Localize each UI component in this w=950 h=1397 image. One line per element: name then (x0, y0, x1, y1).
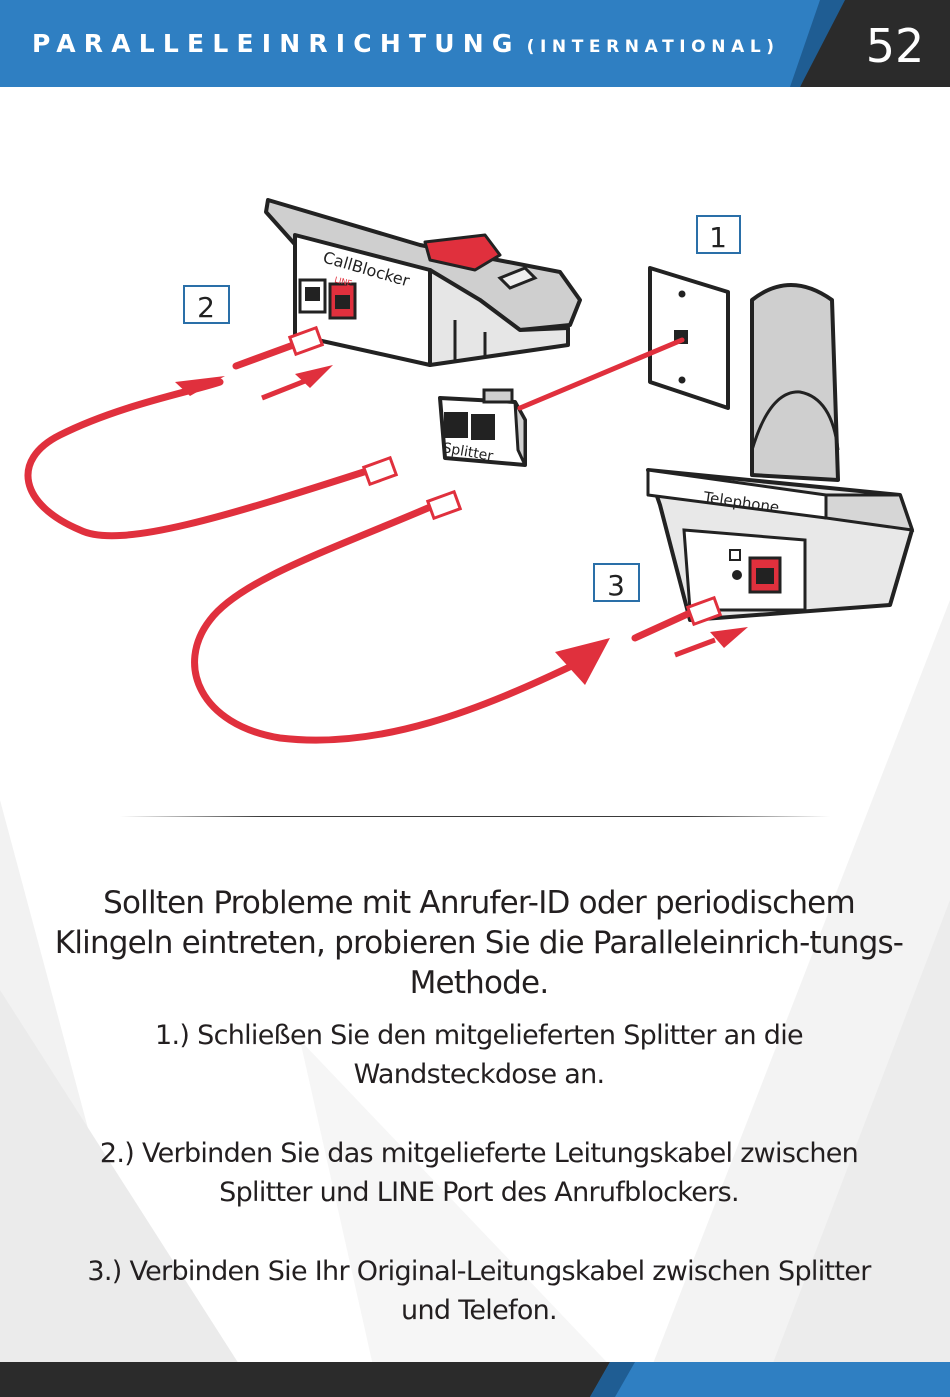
header-title-main: PARALLELEINRICHTUNG (32, 29, 521, 58)
instruction-steps: 1.) Schließen Sie den mitgelieferten Spl… (60, 1016, 898, 1370)
step-marker-3: 3 (593, 563, 640, 602)
page-header: PARALLELEINRICHTUNG(INTERNATIONAL) 52 (0, 0, 950, 87)
step-marker-2: 2 (183, 285, 230, 324)
step-marker-1-label: 1 (709, 221, 727, 254)
splitter-to-wall-cable (517, 337, 685, 411)
step-marker-3-label: 3 (607, 569, 625, 602)
connection-diagram: CallBlocker LINE Telephone Splitter (24, 198, 915, 744)
plug-icon (287, 325, 325, 357)
step-marker-1: 1 (696, 215, 741, 254)
page-footer (0, 1362, 950, 1397)
telephone-plug-cable (631, 608, 696, 642)
callblocker-plug-cable (232, 340, 300, 370)
intro-paragraph: Sollten Probleme mit Anrufer-ID oder per… (54, 885, 904, 1001)
cables (24, 337, 696, 744)
header-title: PARALLELEINRICHTUNG(INTERNATIONAL) (32, 26, 780, 62)
wall-jack (648, 266, 730, 410)
telephone-cable (191, 501, 584, 744)
header-band (0, 0, 950, 87)
callblocker-device: CallBlocker LINE (264, 198, 582, 367)
page-number: 52 (865, 19, 925, 73)
step-2-text: 2.) Verbinden Sie das mitgelieferte Leit… (99, 1138, 859, 1208)
telephone: Telephone (646, 283, 915, 622)
line-port-label: LINE (334, 275, 354, 288)
arrow-icon (555, 638, 610, 685)
plug-icon (685, 595, 723, 627)
plug-icon (425, 489, 463, 521)
line-cable (24, 378, 374, 540)
step-1-text: 1.) Schließen Sie den mitgelieferten Spl… (155, 1020, 804, 1090)
header-title-sub: (INTERNATIONAL) (526, 37, 780, 57)
arrow-icon (175, 376, 225, 396)
arrow-icon (710, 627, 748, 648)
direction-arrows (175, 365, 748, 685)
section-divider (120, 816, 830, 817)
plug-icon (361, 455, 399, 487)
splitter: Splitter (438, 388, 527, 467)
step-3-text: 3.) Verbinden Sie Ihr Original-Leitungsk… (87, 1256, 871, 1326)
step-marker-2-label: 2 (197, 291, 215, 324)
plugs (287, 325, 723, 627)
